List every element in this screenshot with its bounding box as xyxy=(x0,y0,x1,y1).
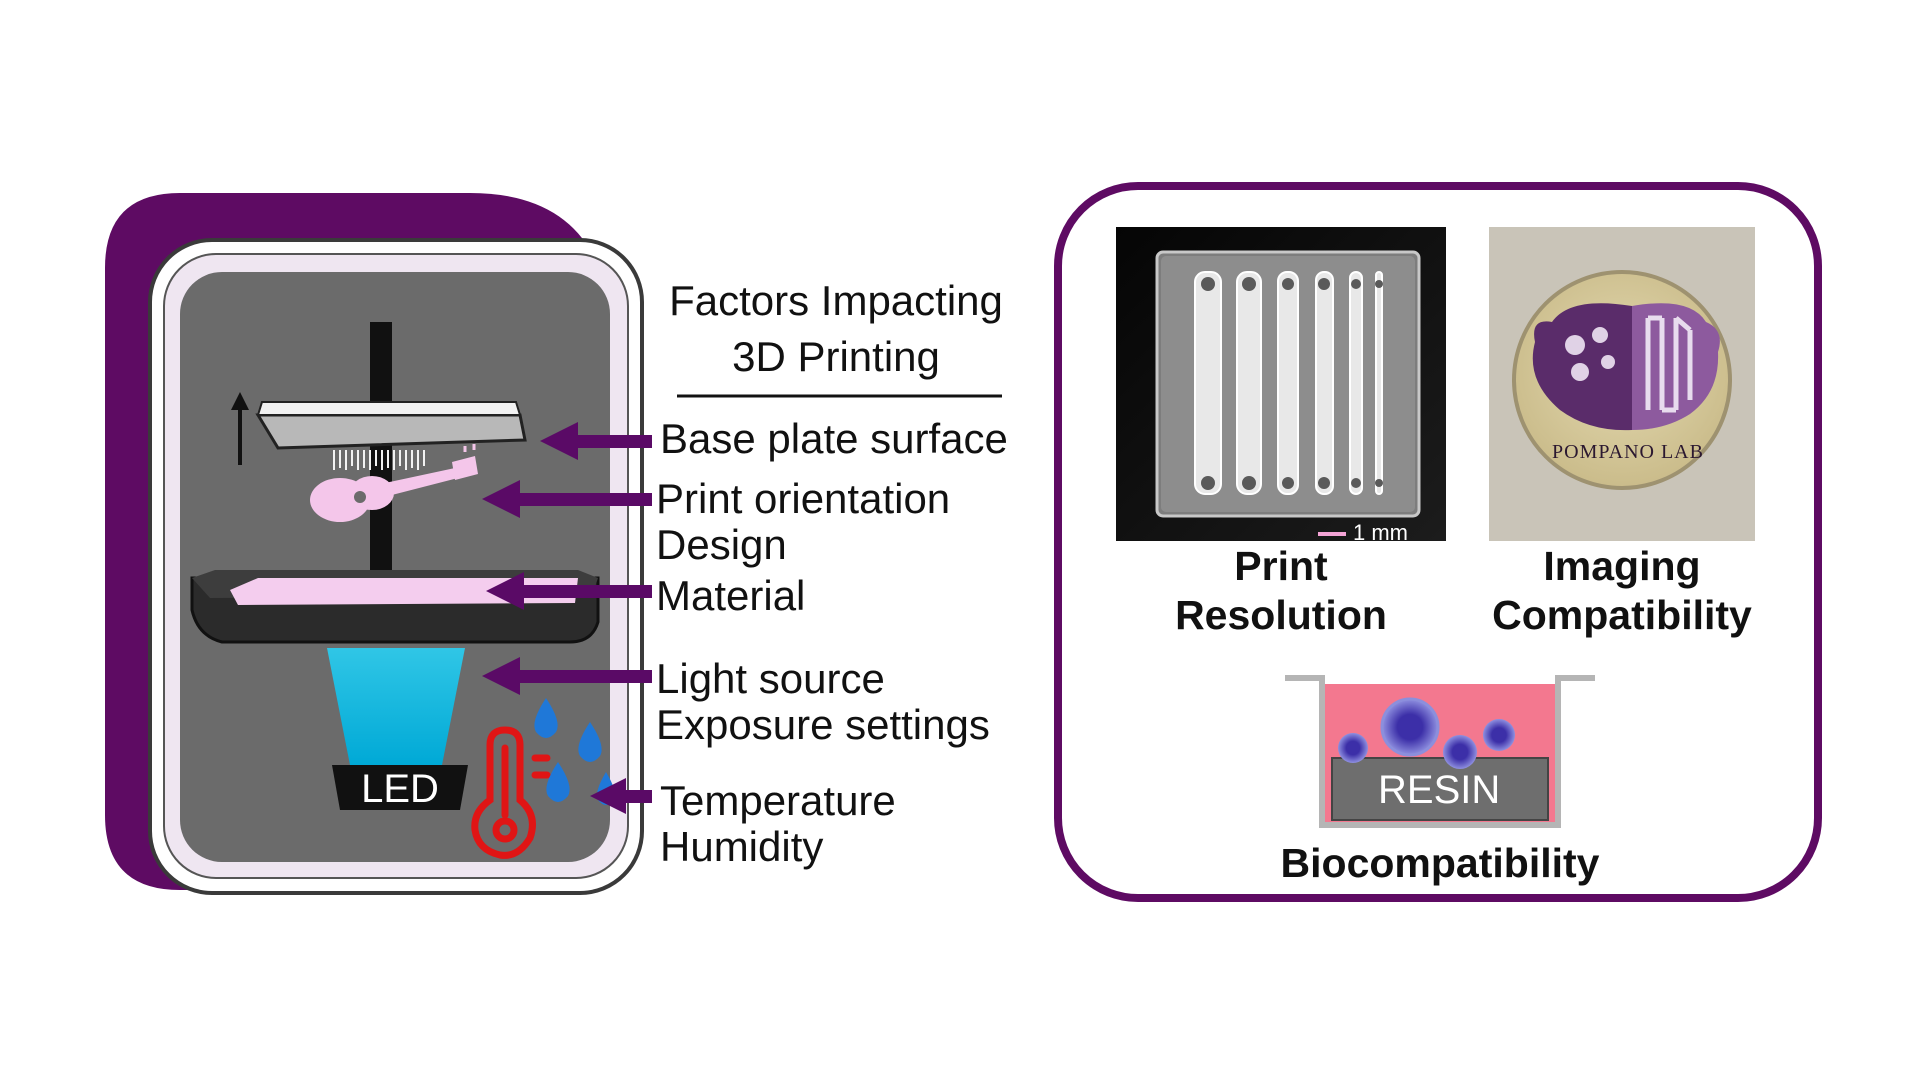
arrow-material xyxy=(486,572,652,610)
factor-arrows xyxy=(482,422,652,814)
factor-temperature: Temperature Humidity xyxy=(660,780,896,868)
arrow-base-plate xyxy=(540,422,652,460)
caption-imaging-compatibility: Imaging Compatibility xyxy=(1472,546,1772,644)
arrow-light-source xyxy=(482,657,652,695)
factor-base-plate: Base plate surface xyxy=(660,418,1008,460)
caption-print-resolution-line-1: Print xyxy=(1234,543,1328,589)
light-beam xyxy=(327,648,465,765)
print-resolution-photo xyxy=(1116,227,1446,541)
factor-design-label: Design xyxy=(656,521,787,568)
print-supports xyxy=(333,450,425,470)
caption-imaging-line-1: Imaging xyxy=(1543,543,1701,589)
resin-material xyxy=(230,578,578,605)
factor-material-label: Material xyxy=(656,572,806,619)
factor-light-source-label: Light source xyxy=(656,655,885,702)
factor-temperature-label: Temperature xyxy=(660,777,896,824)
factor-exposure-label: Exposure settings xyxy=(656,701,990,748)
heading-line-2: 3D Printing xyxy=(732,333,940,380)
scale-bar-label: 1 mm xyxy=(1353,520,1408,545)
thermometer-icon xyxy=(471,726,551,859)
well-outline xyxy=(1285,675,1595,828)
caption-print-resolution-line-2: Resolution xyxy=(1175,592,1387,638)
caption-imaging-line-2: Compatibility xyxy=(1492,592,1752,638)
factors-heading: Factors Impacting 3D Printing xyxy=(626,280,1046,378)
led-housing xyxy=(332,765,468,810)
factor-light-source: Light source Exposure settings xyxy=(656,658,990,746)
biocompatibility-illustration xyxy=(1285,675,1595,828)
lift-arrow-head xyxy=(231,392,249,410)
printer-illustration: LED xyxy=(105,193,644,895)
scale-bar xyxy=(1318,532,1346,536)
factor-print-orientation: Print orientation Design xyxy=(656,478,950,566)
base-plate-top xyxy=(256,401,522,416)
caption-biocompatibility: Biocompatibility xyxy=(1280,840,1600,886)
factor-base-plate-label: Base plate surface xyxy=(660,415,1008,462)
chip-lab-text: POMPANO LAB xyxy=(1552,441,1704,463)
arrow-temperature xyxy=(590,778,652,814)
factor-humidity-label: Humidity xyxy=(660,823,824,870)
factor-print-orientation-label: Print orientation xyxy=(656,475,951,522)
factor-material: Material xyxy=(656,575,805,617)
resin-label: RESIN xyxy=(1378,768,1501,812)
cells xyxy=(1338,697,1515,769)
heading-line-1: Factors Impacting xyxy=(669,277,1003,324)
resin-layer xyxy=(1331,757,1549,821)
arrow-print-orientation xyxy=(482,480,652,518)
led-label: LED xyxy=(361,767,439,811)
caption-print-resolution: Print Resolution xyxy=(1131,546,1431,644)
imaging-compatibility-photo xyxy=(1489,227,1755,541)
guitar-print-icon xyxy=(310,444,478,522)
